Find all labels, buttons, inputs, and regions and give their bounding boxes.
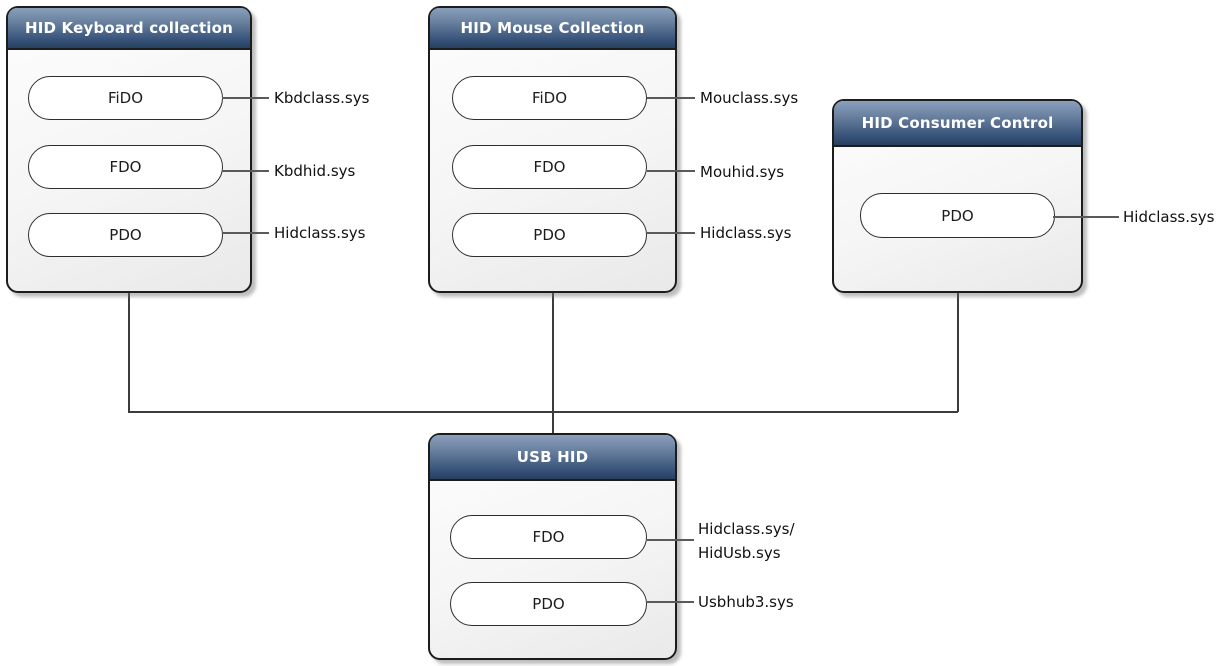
connector-keyboard-drop-line <box>128 293 130 412</box>
driver-label: Mouhid.sys <box>700 163 785 181</box>
driver-label: Kbdclass.sys <box>274 89 370 107</box>
node-hid-keyboard-collection: HID Keyboard collection FiDO FDO PDO <box>6 6 252 293</box>
device-object-pill-pdo: PDO <box>452 213 647 257</box>
device-object-pill-pdo: PDO <box>450 582 647 626</box>
driver-label: Usbhub3.sys <box>698 593 794 611</box>
driver-label: Hidclass.sys <box>274 224 366 242</box>
driver-label-line-2: HidUsb.sys <box>698 544 781 562</box>
node-title: HID Mouse Collection <box>430 8 675 50</box>
node-title: USB HID <box>430 435 675 481</box>
driver-label: Kbdhid.sys <box>274 162 356 180</box>
leader-line <box>1053 216 1119 218</box>
driver-label: Hidclass.sys/ HidUsb.sys <box>698 517 795 565</box>
connector-horizontal-bus-line <box>128 411 958 413</box>
node-hid-mouse-collection: HID Mouse Collection FiDO FDO PDO <box>428 6 677 293</box>
leader-line <box>647 539 694 541</box>
leader-line <box>647 232 695 234</box>
node-hid-consumer-control: HID Consumer Control PDO <box>832 99 1083 293</box>
device-object-pill-pdo: PDO <box>28 213 223 257</box>
leader-line <box>647 97 695 99</box>
node-usb-hid: USB HID FDO PDO <box>428 433 677 660</box>
driver-label-line-1: Hidclass.sys/ <box>698 520 795 538</box>
node-title: HID Keyboard collection <box>8 8 250 50</box>
device-object-pill-fdo: FDO <box>452 145 647 189</box>
leader-line <box>222 97 269 99</box>
leader-line <box>647 601 694 603</box>
connector-consumer-drop-line <box>957 293 959 412</box>
device-object-pill-pdo: PDO <box>860 193 1055 238</box>
leader-line <box>647 170 695 172</box>
device-object-pill-fido: FiDO <box>28 76 223 120</box>
leader-line <box>222 170 269 172</box>
connector-mouse-to-usb-line <box>552 293 554 434</box>
leader-line <box>222 232 269 234</box>
driver-label: Mouclass.sys <box>700 89 799 107</box>
driver-label: Hidclass.sys <box>700 224 792 242</box>
device-object-pill-fido: FiDO <box>452 76 647 120</box>
driver-label: Hidclass.sys <box>1123 208 1215 226</box>
device-object-pill-fdo: FDO <box>450 515 647 559</box>
device-object-pill-fdo: FDO <box>28 145 223 189</box>
node-title: HID Consumer Control <box>834 101 1081 147</box>
